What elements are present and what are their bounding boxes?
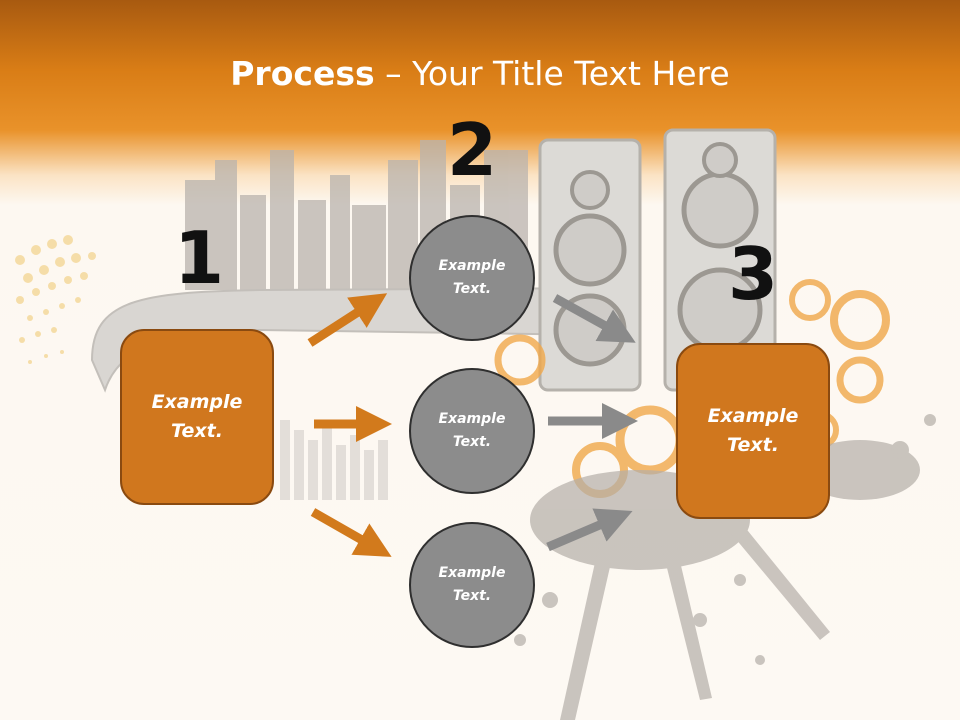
speakers (538, 128, 777, 392)
title-bold: Process (230, 54, 375, 93)
arrow-to-circle-1 (307, 293, 388, 347)
arrow-from-circle-1 (552, 294, 636, 343)
circle-1-text: Example Text. (439, 255, 506, 301)
title-rest: – Your Title Text Here (374, 54, 730, 93)
step-number-3: 3 (727, 232, 779, 316)
step-number-2: 2 (446, 108, 498, 192)
circle-1: Example Text. (409, 215, 535, 341)
left-box-text: Example Text. (152, 388, 243, 446)
circle-1-line1: Example (438, 258, 506, 274)
left-box-line1: Example (151, 391, 243, 413)
right-box-text: Example Text. (708, 402, 799, 460)
right-box: Example Text. (676, 343, 830, 519)
halftone-dots (15, 235, 96, 364)
circle-3-text: Example Text. (439, 562, 506, 608)
left-box: Example Text. (120, 329, 274, 505)
right-box-line2: Text. (727, 434, 779, 456)
step-number-1: 1 (173, 216, 225, 300)
circle-2: Example Text. (409, 368, 535, 494)
orange-rings (494, 279, 890, 498)
circle-3: Example Text. (409, 522, 535, 648)
circle-2-line2: Text. (452, 434, 492, 450)
left-box-line2: Text. (171, 420, 223, 442)
circle-3-line2: Text. (452, 588, 492, 604)
circle-3-line1: Example (438, 565, 506, 581)
circle-1-line2: Text. (452, 281, 492, 297)
equalizer-bars (280, 420, 388, 500)
slide-title: Process – Your Title Text Here (0, 52, 960, 96)
circle-2-line1: Example (438, 411, 506, 427)
circle-2-text: Example Text. (439, 408, 506, 454)
right-box-line1: Example (707, 405, 799, 427)
arrow-to-circle-3 (310, 508, 392, 557)
arrow-from-circle-3 (546, 508, 633, 552)
